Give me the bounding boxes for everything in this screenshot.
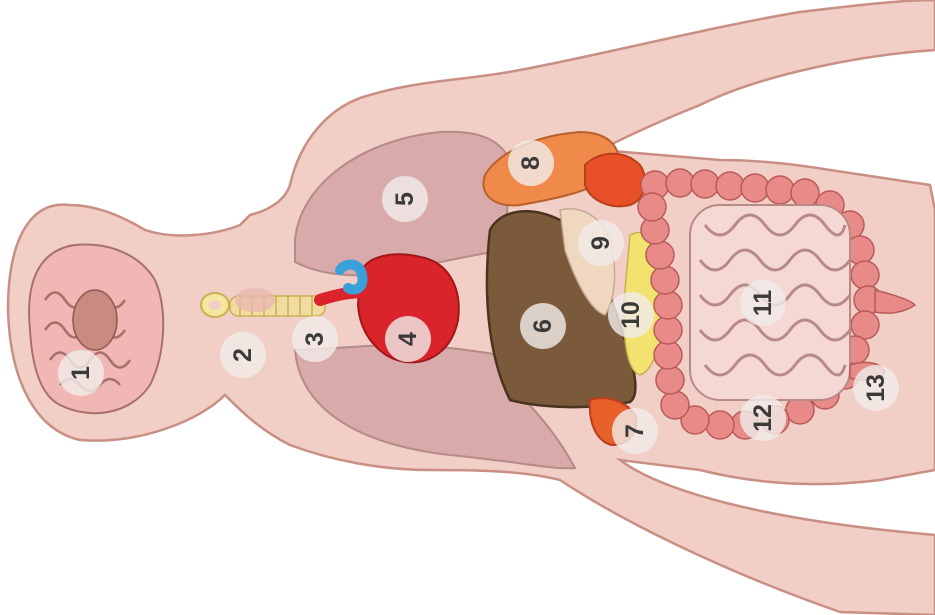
label-13: 13 — [853, 365, 899, 411]
label-6: 6 — [520, 303, 566, 349]
label-5: 5 — [382, 176, 428, 222]
label-1: 1 — [58, 350, 104, 396]
label-2: 2 — [220, 332, 266, 378]
label-12: 12 — [740, 395, 786, 441]
label-10: 10 — [608, 292, 654, 338]
label-4: 4 — [385, 316, 431, 362]
label-9: 9 — [578, 220, 624, 266]
label-8: 8 — [508, 140, 554, 186]
label-11: 11 — [740, 280, 786, 326]
label-3: 3 — [292, 316, 338, 362]
label-7: 7 — [612, 408, 658, 454]
